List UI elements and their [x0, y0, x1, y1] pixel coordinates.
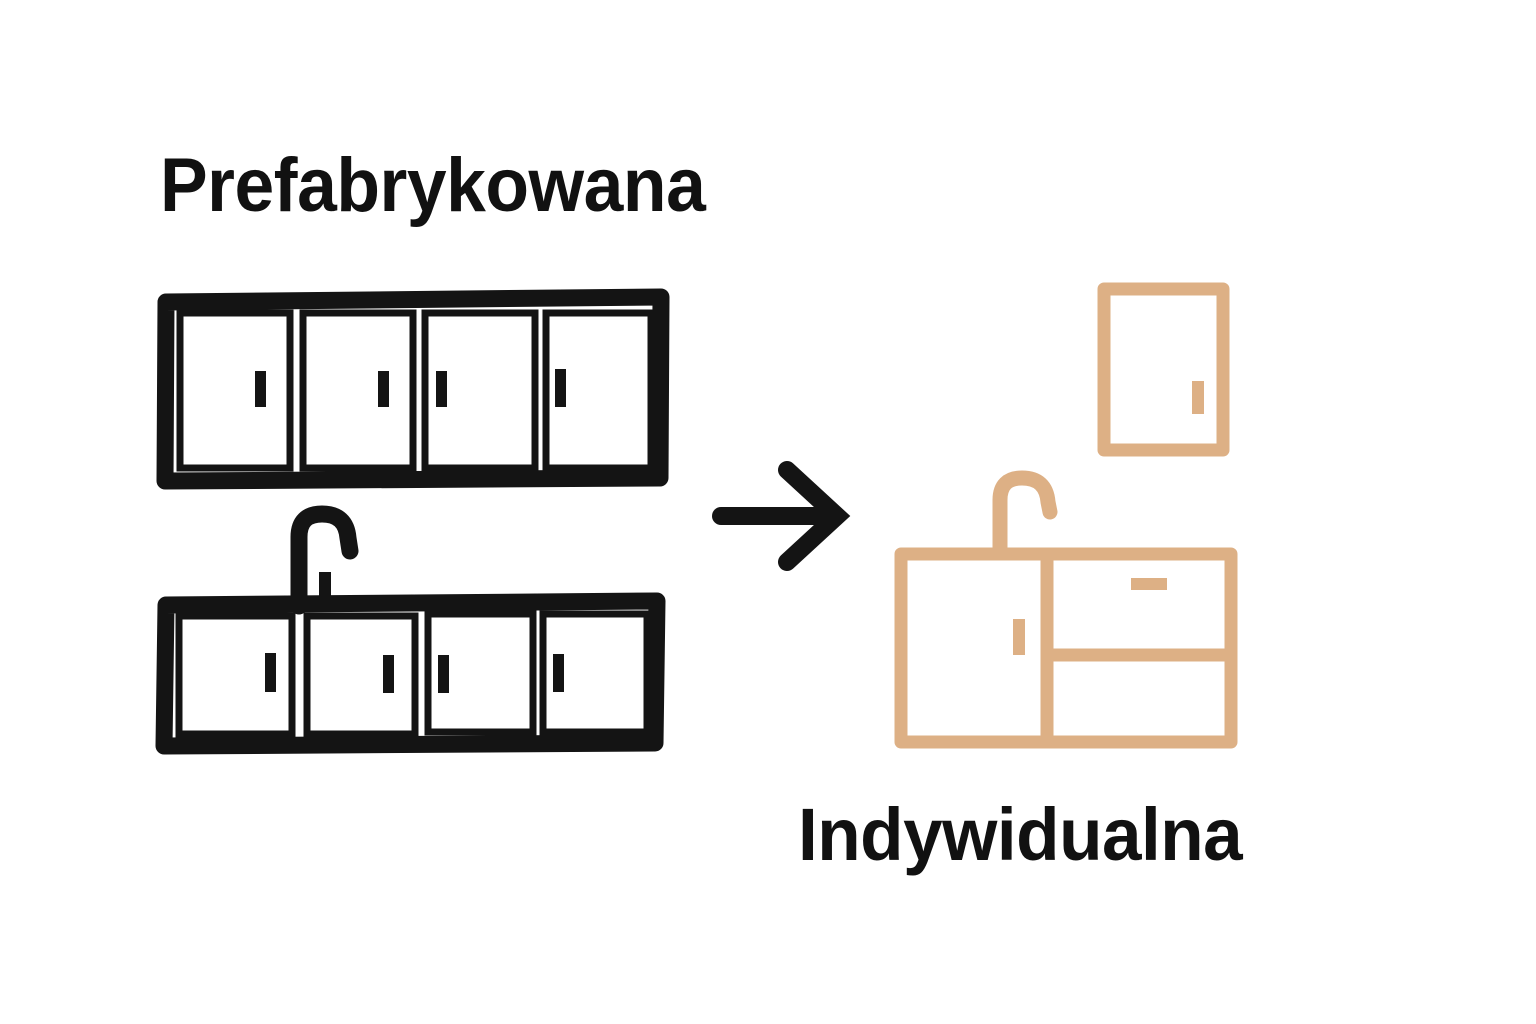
upper-door-1-handle-icon — [255, 371, 266, 407]
right-arrow-icon — [712, 461, 851, 571]
wall-cabinet[interactable] — [1097, 282, 1230, 457]
upper-door-2-handle-icon — [378, 371, 389, 407]
wall-cabinet-handle-icon — [1192, 381, 1204, 414]
arrow-head — [778, 461, 851, 571]
page-title-individual: Indywidualna — [798, 793, 1243, 876]
upper-cabinet-run — [156, 288, 670, 490]
faucet-icon-black — [290, 505, 359, 615]
drawer[interactable] — [1054, 561, 1224, 649]
sink-door[interactable] — [908, 561, 1040, 735]
base-run-outer-frame — [155, 592, 666, 755]
faucet-spout-tan — [992, 470, 1058, 564]
base-unit-outer-frame — [894, 547, 1238, 749]
base-door-4-handle-icon — [553, 654, 564, 692]
faucet-icon-tan — [992, 470, 1058, 564]
upper-door-1[interactable] — [176, 309, 294, 472]
sink-door-handle-icon — [1013, 619, 1025, 655]
base-door-3-handle-icon — [438, 655, 449, 693]
base-door-1-handle-icon — [265, 653, 276, 692]
base-cabinet-run — [155, 592, 666, 755]
base-door-2[interactable] — [303, 612, 419, 738]
upper-door-4-handle-icon — [555, 369, 566, 407]
faucet-spout-black — [290, 505, 359, 615]
base-unit — [894, 547, 1238, 749]
lower-door[interactable] — [1054, 662, 1224, 735]
base-door-2-handle-icon — [383, 655, 394, 693]
upper-door-3-handle-icon — [436, 371, 447, 407]
upper-door-3[interactable] — [421, 309, 539, 472]
drawer-handle-icon — [1131, 578, 1167, 590]
page-title-prefabricated: Prefabrykowana — [160, 143, 706, 228]
upper-run-outer-frame — [156, 288, 670, 490]
wall-cabinet-door[interactable] — [1097, 282, 1230, 457]
upper-door-2[interactable] — [299, 309, 417, 472]
